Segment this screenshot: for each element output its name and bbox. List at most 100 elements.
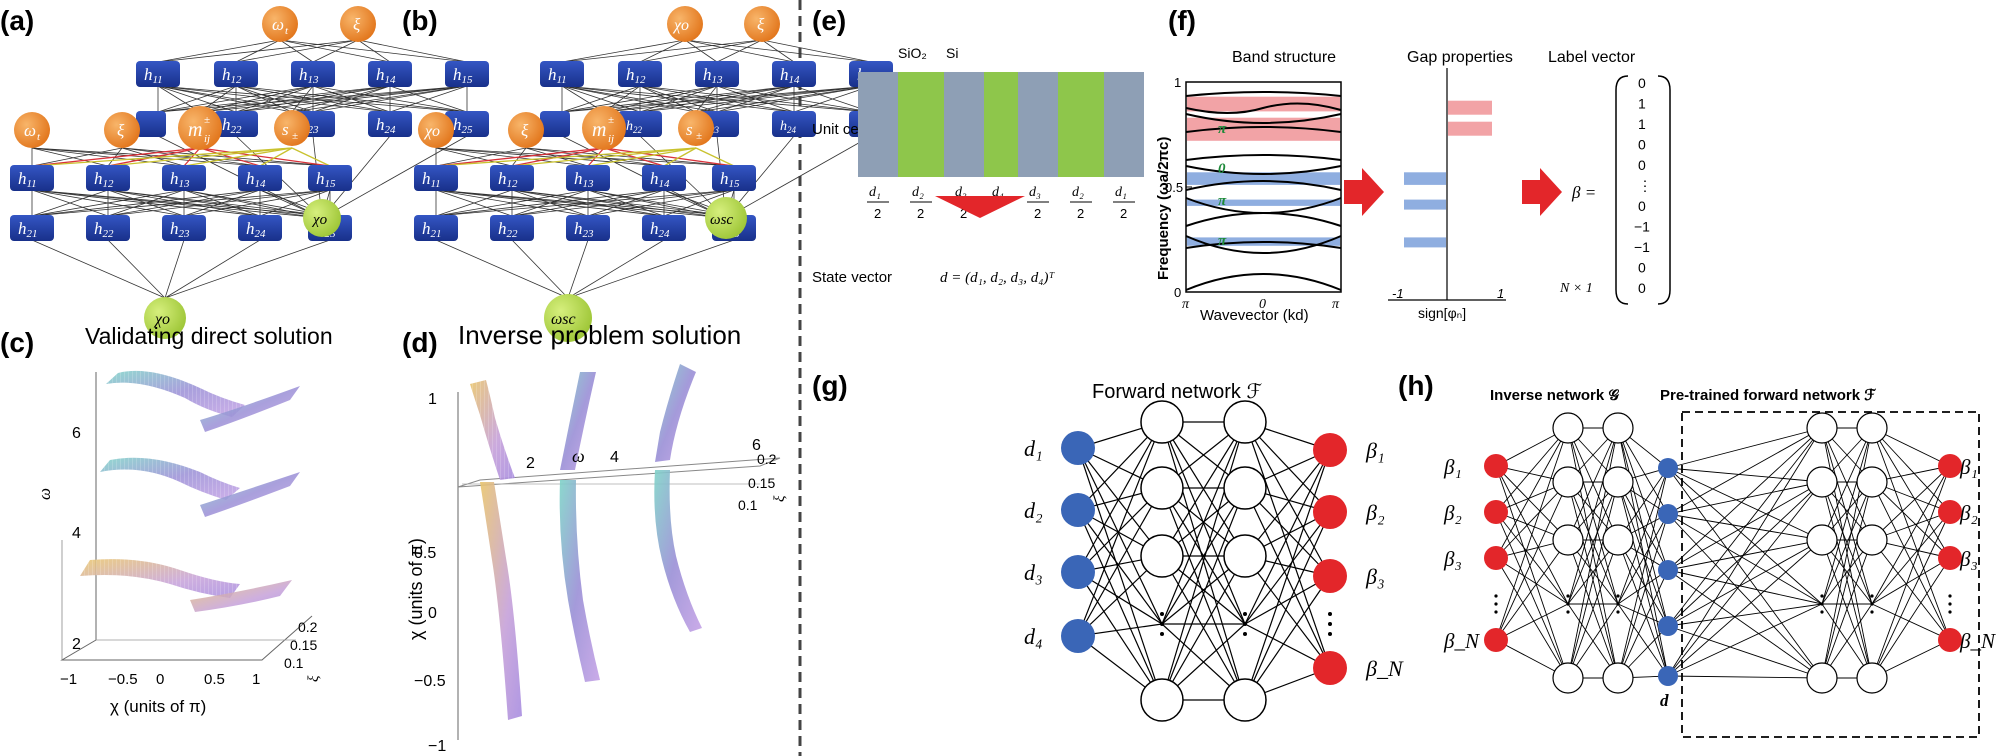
h-inverse-title: Inverse network 𝒢: [1490, 387, 1619, 404]
a-node-m-text: m: [188, 119, 202, 141]
b-mid-xi: [508, 112, 544, 148]
f-band-title: Band structure: [1232, 49, 1336, 66]
h-output-node: [1938, 500, 1962, 524]
g-output-node: [1313, 495, 1347, 529]
h-ellipsis-dot: [1494, 594, 1498, 598]
a-mid-omega-t: [14, 112, 50, 148]
h-ellipsis-dot: [1948, 594, 1952, 598]
f-vector-entry: 0: [1638, 198, 1646, 214]
f-gap-band: [1187, 199, 1340, 206]
h-output-node: [1938, 454, 1962, 478]
h-ellipsis-dot: [1566, 602, 1570, 606]
a-node-m: [178, 106, 222, 150]
a-front-h1-5: [308, 165, 352, 191]
h-ellipsis-dot: [1820, 594, 1824, 598]
h-ellipsis-dot: [1494, 602, 1498, 606]
f-vector-entry: −1: [1634, 239, 1650, 255]
a-side-output: [303, 199, 341, 237]
b-front-h1-3: [566, 165, 610, 191]
g-input-node: [1061, 619, 1095, 653]
a-back-h2-5: [445, 111, 489, 137]
h-middle-node: [1658, 504, 1678, 524]
g-output-node: [1313, 559, 1347, 593]
a-bottom-output-text: χo: [153, 311, 170, 328]
h-forward-title: Pre-trained forward network ℱ: [1660, 387, 1876, 404]
d-ytick: 0.5: [414, 545, 436, 562]
d-ztick: 0.2: [757, 451, 777, 467]
a-back-h2-1: [136, 111, 166, 137]
panel-label-d: (d): [402, 327, 438, 358]
b-front-h2-1: [414, 215, 458, 241]
a-input-omega-text: ω: [272, 15, 284, 34]
d-omega-tick: 2: [526, 455, 535, 472]
b-node-m-sup: ±: [608, 114, 614, 126]
h-hidden-node: [1856, 524, 1888, 556]
c-zlabel: ξ: [306, 675, 322, 682]
panel-b-colored-edges: [435, 147, 735, 167]
g-nodes: [1061, 400, 1347, 722]
a-back-h1-4: [368, 61, 412, 87]
g-ellipsis-dot: [1243, 632, 1247, 636]
a-front-h2-2: [86, 215, 130, 241]
h-hidden-node: [1856, 466, 1888, 498]
f-ytick: 0: [1174, 285, 1181, 300]
d-ytick: 0: [428, 605, 437, 622]
panel-label-f: (f): [1168, 5, 1196, 36]
g-input-node: [1061, 555, 1095, 589]
f-vector-entry: 0: [1638, 157, 1646, 173]
a-back-h2-2: [214, 111, 258, 137]
b-front-h2-4: [642, 215, 686, 241]
a-input-omega-t: [262, 6, 298, 42]
e-fraction-num: d₃: [1029, 185, 1041, 200]
h-input-label: β₁: [1443, 455, 1462, 479]
e-fraction-den: 2: [1077, 206, 1084, 221]
f-gap-bars: [1404, 100, 1492, 248]
d-ytick: −0.5: [414, 673, 446, 690]
h-hidden-node: [1552, 466, 1584, 498]
h-input-node: [1484, 454, 1508, 478]
g-hidden-node: [1223, 678, 1267, 722]
e-fraction-num: d₁: [869, 185, 881, 200]
h-input-node: [1484, 628, 1508, 652]
c-ztick: 0.1: [284, 655, 304, 671]
g-hidden-node: [1140, 534, 1184, 578]
g-ellipsis-dot: [1328, 632, 1332, 636]
h-hidden-node: [1602, 662, 1634, 694]
h-output-label: β_N: [1959, 629, 1996, 653]
h-hidden-node: [1856, 662, 1888, 694]
panel-labels: (a) (b) (c) (d) (e) (f) (g) (h): [0, 5, 1434, 401]
h-hidden-node: [1552, 524, 1584, 556]
f-gap-title: Gap properties: [1407, 49, 1513, 66]
panel-f-bands: Band structure Gap properties Label vect…: [1155, 49, 1671, 324]
h-forward-box: [1681, 411, 1980, 738]
f-gap-band: [1187, 172, 1340, 185]
e-layer-sio2: [944, 72, 984, 177]
d-ztick: 0.15: [748, 475, 775, 491]
g-title: Forward network ℱ: [1092, 381, 1262, 403]
a-node-m-sup: ±: [204, 114, 210, 126]
a-bottom-output: [144, 297, 186, 339]
b-side-output: [705, 197, 747, 239]
g-input-node: [1061, 493, 1095, 527]
b-input-chi: [667, 6, 703, 42]
d-zlabel: ξ: [772, 495, 788, 502]
f-arrow-2: [1522, 168, 1562, 216]
h-ellipsis-dot: [1820, 610, 1824, 614]
a-back-h1-3: [291, 61, 335, 87]
e-layer-sio2: [1018, 72, 1058, 177]
b-front-h1-5: [712, 165, 756, 191]
b-input-xi-text: ξ: [757, 15, 765, 34]
a-front-h1-1: [10, 165, 54, 191]
e-arrow: [935, 196, 1025, 218]
h-hidden-node: [1806, 412, 1838, 444]
a-input-omega-sub: t: [285, 25, 289, 37]
h-output-label: β₃: [1959, 547, 1978, 571]
b-back-h2-2: [618, 111, 662, 137]
h-middle-node: [1658, 560, 1678, 580]
g-hidden-node: [1140, 678, 1184, 722]
b-bottom-output-text: ωsc: [551, 311, 576, 328]
